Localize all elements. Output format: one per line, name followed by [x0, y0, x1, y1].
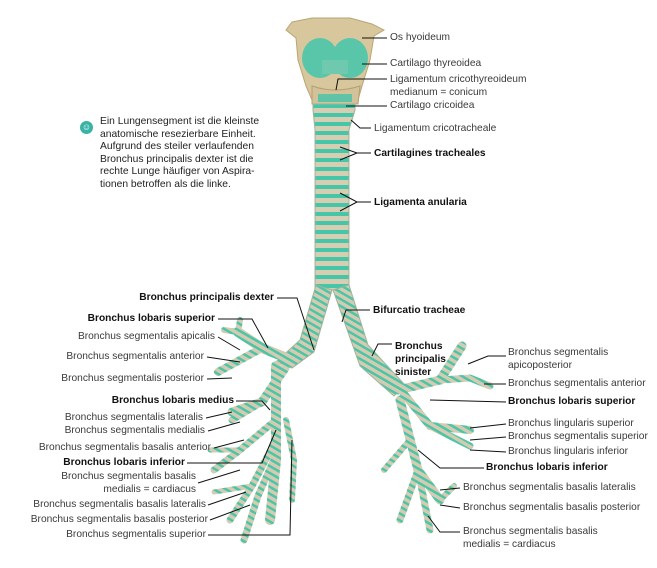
label-right-segmentalis-anterior: Bronchus segmentalis anterior: [66, 351, 204, 362]
label-segmentalis-apicalis: Bronchus segmentalis apicalis: [77, 331, 215, 342]
label-apicoposterior-1: Bronchus segmentalis: [508, 347, 609, 358]
label-lingularis-superior: Bronchus lingularis superior: [508, 418, 634, 429]
label-left-segmentalis-superior: Bronchus segmentalis superior: [508, 431, 648, 442]
label-segmentalis-lateralis: Bronchus segmentalis lateralis: [64, 412, 203, 423]
label-left-segmentalis-anterior: Bronchus segmentalis anterior: [508, 378, 646, 389]
label-bronchus-principalis-sinister-3: sinister: [395, 367, 432, 378]
label-cartilago-cricoidea: Cartilago cricoidea: [390, 100, 475, 111]
label-right-basalis-lateralis: Bronchus segmentalis basalis lateralis: [33, 499, 206, 510]
label-right-lobaris-superior: Bronchus lobaris superior: [87, 313, 215, 324]
label-right-segmentalis-superior: Bronchus segmentalis superior: [66, 529, 206, 540]
note-line: rechte Lunge häufiger von Aspira-: [100, 166, 255, 178]
label-left-basalis-lateralis: Bronchus segmentalis basalis lateralis: [463, 482, 636, 493]
label-right-basalis-medialis-2: medialis = cardiacus: [103, 484, 196, 495]
label-bronchus-lobaris-medius: Bronchus lobaris medius: [111, 395, 234, 406]
trachea: [312, 103, 356, 291]
label-left-lobaris-inferior: Bronchus lobaris inferior: [486, 462, 608, 473]
label-left-basalis-medialis-2: medialis = cardiacus: [463, 539, 556, 550]
note-line: Aufgrund des steiler verlaufenden: [100, 141, 254, 153]
label-lig-cricothyreoideum-2: medianum = conicum: [390, 87, 488, 98]
note-line: Ein Lungensegment ist die kleinste: [100, 116, 260, 127]
note-line: Bronchus principalis dexter ist die: [100, 153, 254, 165]
label-bronchus-principalis-sinister-1: Bronchus: [395, 341, 443, 352]
label-right-lobaris-inferior: Bronchus lobaris inferior: [63, 457, 185, 468]
label-right-basalis-anterior: Bronchus segmentalis basalis anterior: [38, 442, 211, 453]
info-note: Ein Lungensegment ist die kleinste anato…: [100, 116, 290, 192]
label-right-basalis-posterior: Bronchus segmentalis basalis posterior: [30, 514, 208, 525]
label-bronchus-principalis-dexter: Bronchus principalis dexter: [139, 292, 274, 303]
label-lig-cricotracheale: Ligamentum cricotracheale: [374, 123, 497, 134]
label-ligamenta-anularia: Ligamenta anularia: [374, 197, 467, 208]
label-lig-cricothyreoideum-1: Ligamentum cricothyreoideum: [390, 74, 527, 85]
label-right-basalis-medialis-1: Bronchus segmentalis basalis: [61, 471, 196, 482]
label-left-basalis-posterior: Bronchus segmentalis basalis posterior: [463, 502, 641, 513]
label-bronchus-principalis-sinister-2: principalis: [395, 354, 446, 365]
main-bronchi: [275, 284, 406, 397]
info-icon: ☺: [80, 121, 93, 134]
left-segmental-bronchi: [381, 341, 494, 534]
label-cartilagines-tracheales: Cartilagines tracheales: [374, 148, 486, 159]
note-line: tionen betroffen als die linke.: [100, 178, 231, 190]
label-right-segmentalis-posterior: Bronchus segmentalis posterior: [61, 373, 204, 384]
label-left-basalis-medialis-1: Bronchus segmentalis basalis: [463, 526, 598, 537]
label-os-hyoideum: Os hyoideum: [390, 32, 451, 43]
label-cartilago-thyreoidea: Cartilago thyreoidea: [390, 58, 482, 69]
note-line: anatomische resezierbare Einheit.: [100, 128, 256, 140]
larynx: [285, 17, 386, 105]
label-segmentalis-medialis: Bronchus segmentalis medialis: [64, 425, 205, 436]
right-segmental-bronchi: [207, 317, 298, 544]
label-bifurcatio-tracheae: Bifurcatio tracheae: [373, 305, 466, 316]
leader-lines: [187, 37, 507, 536]
label-lingularis-inferior: Bronchus lingularis inferior: [508, 446, 629, 457]
label-apicoposterior-2: apicoposterior: [508, 360, 572, 371]
label-left-lobaris-superior: Bronchus lobaris superior: [508, 396, 636, 407]
